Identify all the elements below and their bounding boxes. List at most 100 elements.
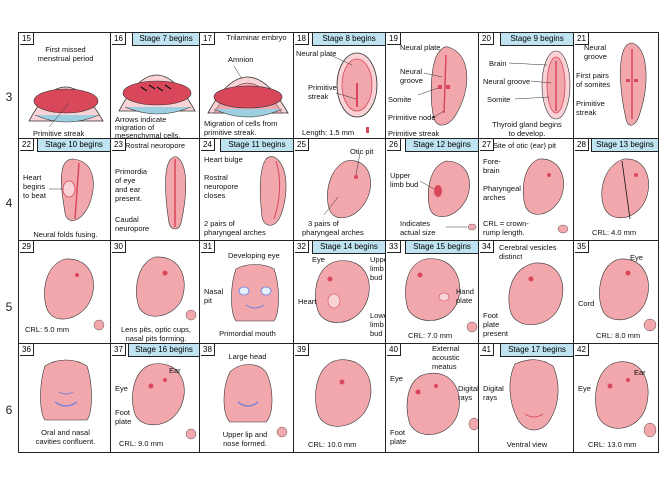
label-arrows-indicate: Arrows indicate (115, 115, 167, 124)
stage-badge: Stage 8 begins (312, 33, 385, 46)
label-acoustic: acoustic (432, 353, 460, 362)
cell-day-30: 30 Lens pits, optic cups, nasal pits for… (110, 240, 200, 344)
day-number: 20 (480, 33, 494, 45)
label-nose-formed: nose formed. (223, 439, 267, 448)
day-38-illustration (223, 364, 288, 438)
label-bud: bud (370, 273, 383, 282)
day-number: 36 (20, 344, 34, 356)
label-heart: Heart (23, 173, 42, 182)
label-indicates: Indicates (400, 219, 431, 228)
day-number: 18 (295, 33, 309, 45)
cell-day-25: 25 Otic pit 3 pairs of pharyngeal arches (293, 138, 386, 241)
label-eye: Eye (312, 255, 325, 264)
label-developing-eye: Developing eye (228, 251, 280, 260)
label-bud: bud (370, 329, 383, 338)
cell-day-28: 28 Stage 13 begins CRL: 4.0 mm (573, 138, 659, 241)
label-to-beat: to beat (23, 191, 46, 200)
label-crl: CRL: 10.0 mm (308, 440, 357, 449)
day-21-illustration (620, 42, 647, 126)
stage-badge: Stage 11 begins (220, 139, 293, 152)
label-pit: pit (204, 296, 212, 305)
label-primitive-streak: Primitive streak (33, 129, 85, 138)
label-thyroid: Thyroid gland begins (492, 120, 562, 129)
label-eye: Eye (630, 253, 643, 262)
label-rostral-neuropore: Rostral neuropore (125, 141, 186, 150)
day-41-illustration (509, 359, 559, 431)
stage-badge: Stage 12 begins (405, 139, 478, 152)
label-ear: Ear (169, 366, 181, 375)
cell-day-41: 41 Stage 17 begins Digital rays Ventral … (478, 343, 574, 453)
label-plate: plate (483, 320, 500, 329)
label-upper: Upper (390, 171, 411, 180)
day-23-illustration (165, 156, 187, 230)
cell-day-26: 26 Stage 12 begins Upper limb bud Indica… (385, 138, 479, 241)
label-to-develop: to develop. (508, 129, 546, 138)
day-number: 30 (112, 241, 126, 253)
label-otic-pit: Otic pit (350, 147, 374, 156)
cell-day-34: 34 Cerebral vesicles distinct Foot plate… (478, 240, 574, 344)
label-somite: Somite (487, 95, 511, 104)
label-pharyngeal: pharyngeal arches (204, 228, 266, 237)
day-number: 34 (480, 241, 494, 253)
label-streak: streak (308, 92, 329, 101)
cell-day-29: 29 CRL: 5.0 mm (18, 240, 111, 344)
label-rays: rays (458, 393, 473, 402)
cell-day-40: 40 External acoustic meatus Eye Digital … (385, 343, 479, 453)
label-trilaminar-embryo: Trilaminar embryo (226, 33, 287, 42)
cell-day-38: 38 Large head Upper lip and nose formed. (199, 343, 294, 453)
cell-day-33: 33 Stage 15 begins Hand plate CRL: 7.0 m… (385, 240, 479, 344)
week-label-4: 4 (5, 196, 13, 210)
label-amnion: Amnion (228, 55, 254, 64)
label-primordial-mouth: Primordial mouth (219, 329, 276, 338)
day-29-illustration (44, 258, 105, 331)
label-crl: CRL: 13.0 mm (588, 440, 637, 449)
day-number: 25 (295, 139, 309, 151)
label-3-pairs: 3 pairs of (308, 219, 339, 228)
label-neural-groove: Neural groove (483, 77, 531, 86)
stage-badge: Stage 15 begins (405, 241, 478, 254)
label-pharyngeal-arches: pharyngeal arches (302, 228, 364, 237)
cell-day-20: 20 Stage 9 begins Brain Neural groove So… (478, 32, 574, 139)
label-neural-folds: Neural folds fusing. (33, 230, 98, 239)
label-upper-lip: Upper lip and (222, 430, 268, 439)
stage-badge: Stage 9 begins (500, 33, 573, 46)
day-number: 22 (20, 139, 34, 151)
label-neuropore: neuropore (204, 182, 239, 191)
label-migration-from: Migration of cells from (204, 119, 278, 128)
day-35-illustration (599, 258, 657, 332)
label-of-somites: of somites (576, 80, 611, 89)
day-18-illustration (329, 52, 378, 133)
label-present: present (483, 329, 509, 338)
label-ear: Ear (634, 368, 646, 377)
stage-badge: Stage 17 begins (500, 344, 573, 357)
label-fore: Fore- (483, 157, 501, 166)
label-site-otic-pit: Site of otic (ear) pit (493, 141, 556, 150)
label-oral-nasal: Oral and nasal (41, 428, 90, 437)
cell-day-35: 35 Eye Cord CRL: 8.0 mm (573, 240, 659, 344)
label-confluent: cavities confluent. (35, 437, 96, 446)
label-begins: begins (23, 182, 46, 191)
cell-day-39: 39 CRL: 10.0 mm (293, 343, 386, 453)
label-primitive-streak: Primitive streak (388, 129, 440, 138)
label-lower: Lower (370, 311, 385, 320)
label-groove: groove (584, 52, 607, 61)
label-eye: Eye (390, 374, 403, 383)
label-mesenchymal-cells: mesenchymal cells. (115, 131, 181, 139)
label-external: External (432, 344, 460, 353)
day-16-illustration (118, 74, 196, 115)
label-primitive: Primitive (576, 99, 605, 108)
day-number: 26 (387, 139, 401, 151)
day-number: 23 (112, 139, 126, 151)
label-heart-bulge: Heart bulge (204, 155, 243, 164)
day-number: 38 (201, 344, 215, 356)
label-foot: Foot (115, 408, 131, 417)
label-foot: Foot (483, 311, 499, 320)
day-number: 21 (575, 33, 589, 45)
label-groove: groove (400, 76, 423, 85)
day-40-illustration (406, 372, 478, 435)
day-34-illustration (508, 262, 564, 325)
day-25-illustration (323, 152, 371, 219)
embryo-stage-grid: 15 First missed menstrual period Primiti… (18, 32, 659, 472)
label-eye: Eye (115, 384, 128, 393)
label-crl: CRL: 8.0 mm (596, 331, 641, 340)
